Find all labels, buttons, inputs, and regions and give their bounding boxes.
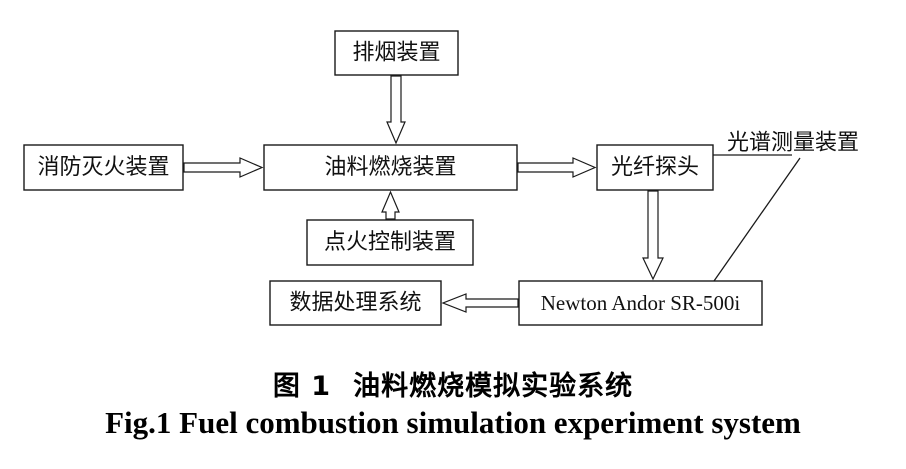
callout-label: 光谱测量装置 [727,131,859,156]
arrow-fire-to-combustion [183,157,264,178]
caption-chinese: 图 1 油料燃烧模拟实验系统 [0,364,906,403]
node-fiber-probe: 光纤探头 [596,144,714,191]
node-exhaust-label: 排烟装置 [352,41,440,66]
node-spectrometer-label: Newton Andor SR-500i [541,291,741,315]
callout-line-spectrometer [713,157,801,282]
node-spectrometer: Newton Andor SR-500i [518,280,763,326]
flow-diagram: 排烟装置 消防灭火装置 油料燃烧装置 光纤探头 点火控制装置 数据处理系统 Ne… [23,30,859,326]
node-exhaust: 排烟装置 [334,30,459,76]
node-combustion-label: 油料燃烧装置 [324,155,456,180]
node-combustion: 油料燃烧装置 [263,144,518,191]
node-ignition-label: 点火控制装置 [324,230,456,255]
node-fiber-probe-label: 光纤探头 [611,155,699,180]
arrow-exhaust-to-combustion [386,75,406,145]
node-data-processing: 数据处理系统 [269,280,442,326]
node-fire-fighting-label: 消防灭火装置 [37,155,169,180]
caption-figure-number: 图 1 [272,371,332,402]
node-ignition: 点火控制装置 [306,219,474,266]
caption-english: Fig.1 Fuel combustion simulation experim… [105,405,801,440]
caption-chinese-title: 油料燃烧模拟实验系统 [353,371,634,402]
node-fire-fighting: 消防灭火装置 [23,144,184,191]
arrow-spectrometer-to-data [441,293,519,313]
arrow-combustion-to-probe [517,157,597,178]
node-data-processing-label: 数据处理系统 [289,291,421,316]
arrow-probe-to-spectrometer [642,190,664,281]
arrow-ignition-to-combustion [381,190,400,220]
